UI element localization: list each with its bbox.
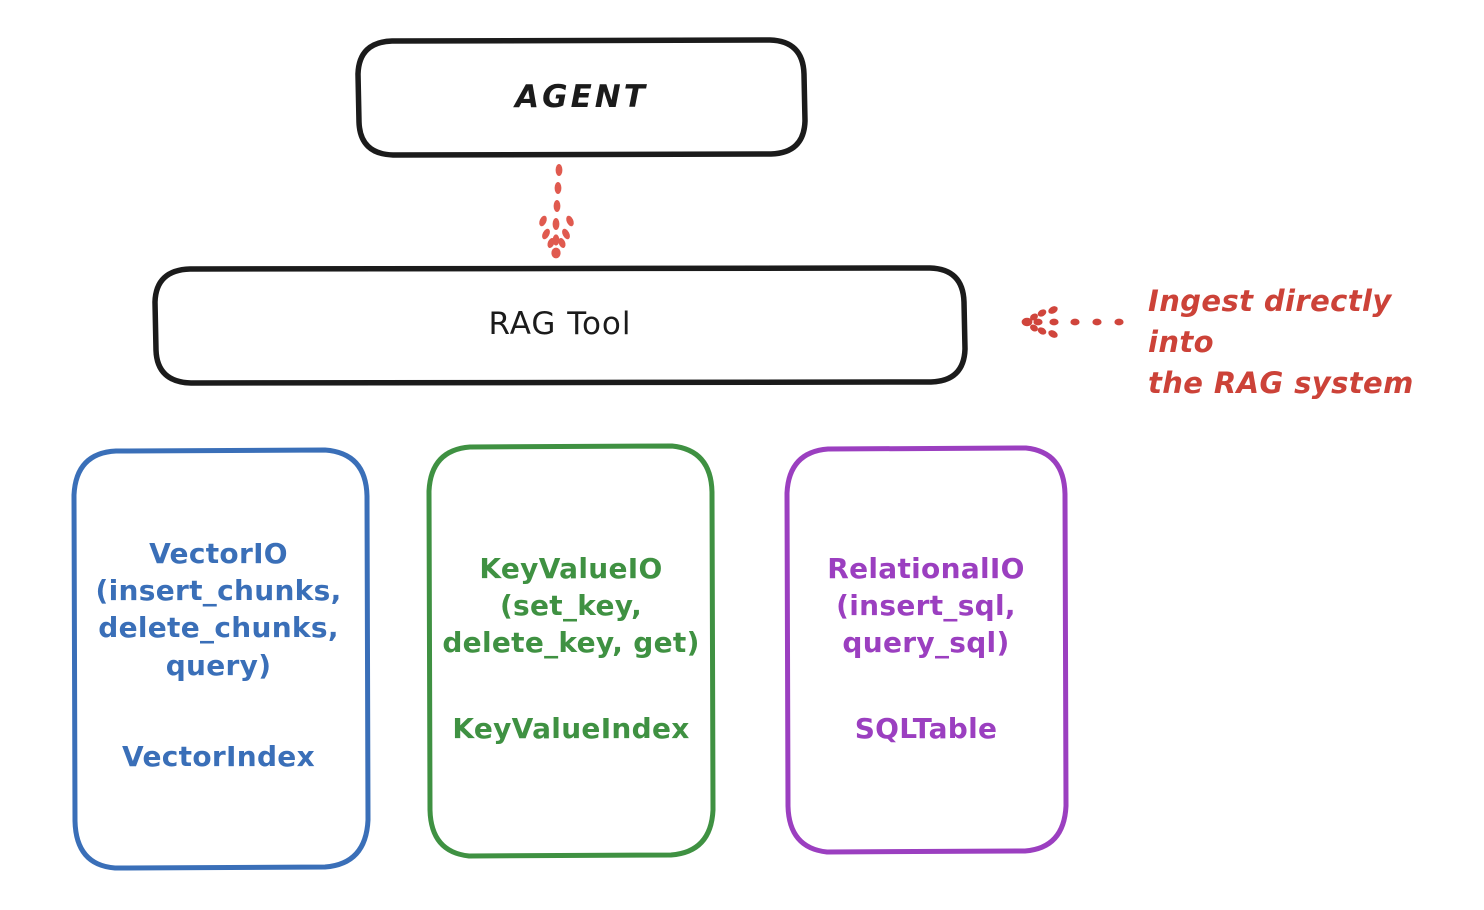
vector-io-box[interactable] bbox=[71, 447, 371, 871]
key-value-io-api-label: KeyValueIO (set_key, delete_key, get) bbox=[442, 552, 700, 660]
key-value-index-label: KeyValueIndex bbox=[452, 712, 690, 745]
ingest-to-rag-connector bbox=[1021, 306, 1124, 338]
agent-to-rag-connector bbox=[539, 164, 574, 259]
agent-label: AGENT bbox=[515, 79, 648, 115]
agent-box[interactable] bbox=[355, 37, 808, 158]
vector-io-api-label: VectorIO (insert_chunks, delete_chunks, … bbox=[95, 537, 342, 682]
vector-index-label: VectorIndex bbox=[122, 740, 315, 773]
relational-io-box[interactable] bbox=[784, 445, 1069, 855]
sql-table-label: SQLTable bbox=[854, 712, 998, 745]
rag-tool-box[interactable] bbox=[152, 265, 968, 386]
ingest-annotation: Ingest directly into the RAG system bbox=[1148, 284, 1414, 401]
rag-tool-label: RAG Tool bbox=[488, 306, 632, 342]
relational-io-api-label: RelationalIO (insert_sql, query_sql) bbox=[827, 552, 1025, 660]
key-value-io-box[interactable] bbox=[426, 443, 716, 859]
